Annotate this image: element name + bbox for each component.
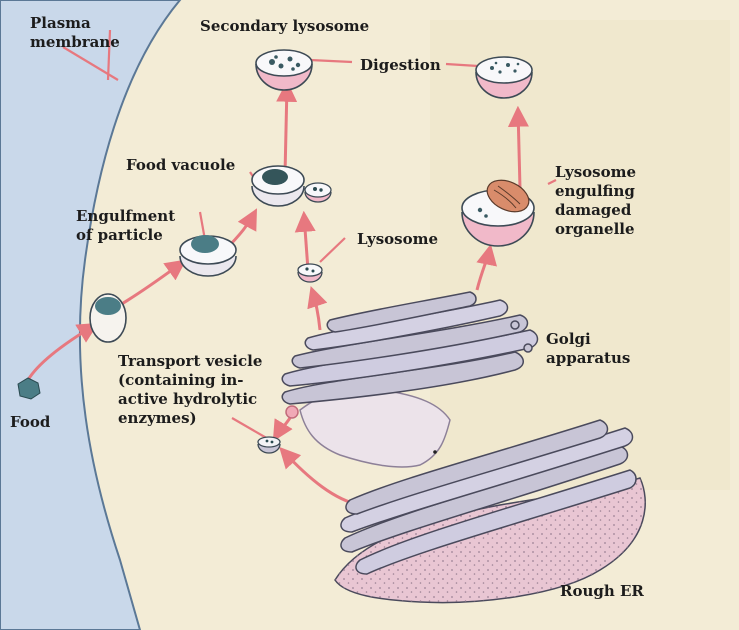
label-golgi-apparatus: Golgi apparatus	[546, 330, 630, 368]
label-food: Food	[10, 413, 50, 432]
lysosome	[298, 264, 322, 282]
bleed-through-text	[520, 500, 528, 560]
label-transport-vesicle: Transport vesicle (containing in- active…	[118, 352, 262, 428]
secondary-lysosome	[256, 50, 312, 90]
label-digestion: Digestion	[360, 56, 441, 75]
label-food-vacuole: Food vacuole	[126, 156, 235, 175]
engulfment-vesicle	[90, 294, 126, 342]
transport-vesicle	[258, 437, 280, 453]
label-engulfment-of-particle: Engulfment of particle	[76, 207, 175, 245]
food-vacuole	[252, 166, 304, 206]
label-rough-er: Rough ER	[560, 582, 644, 601]
label-lysosome: Lysosome	[357, 230, 438, 249]
label-secondary-lysosome: Secondary lysosome	[200, 17, 369, 36]
food-particle-vesicle	[180, 235, 236, 276]
label-plasma-membrane: Plasma membrane	[30, 14, 120, 52]
label-lysosome-engulfing: Lysosome engulfing damaged organelle	[555, 163, 636, 239]
small-lysosome-fusing	[305, 183, 331, 202]
